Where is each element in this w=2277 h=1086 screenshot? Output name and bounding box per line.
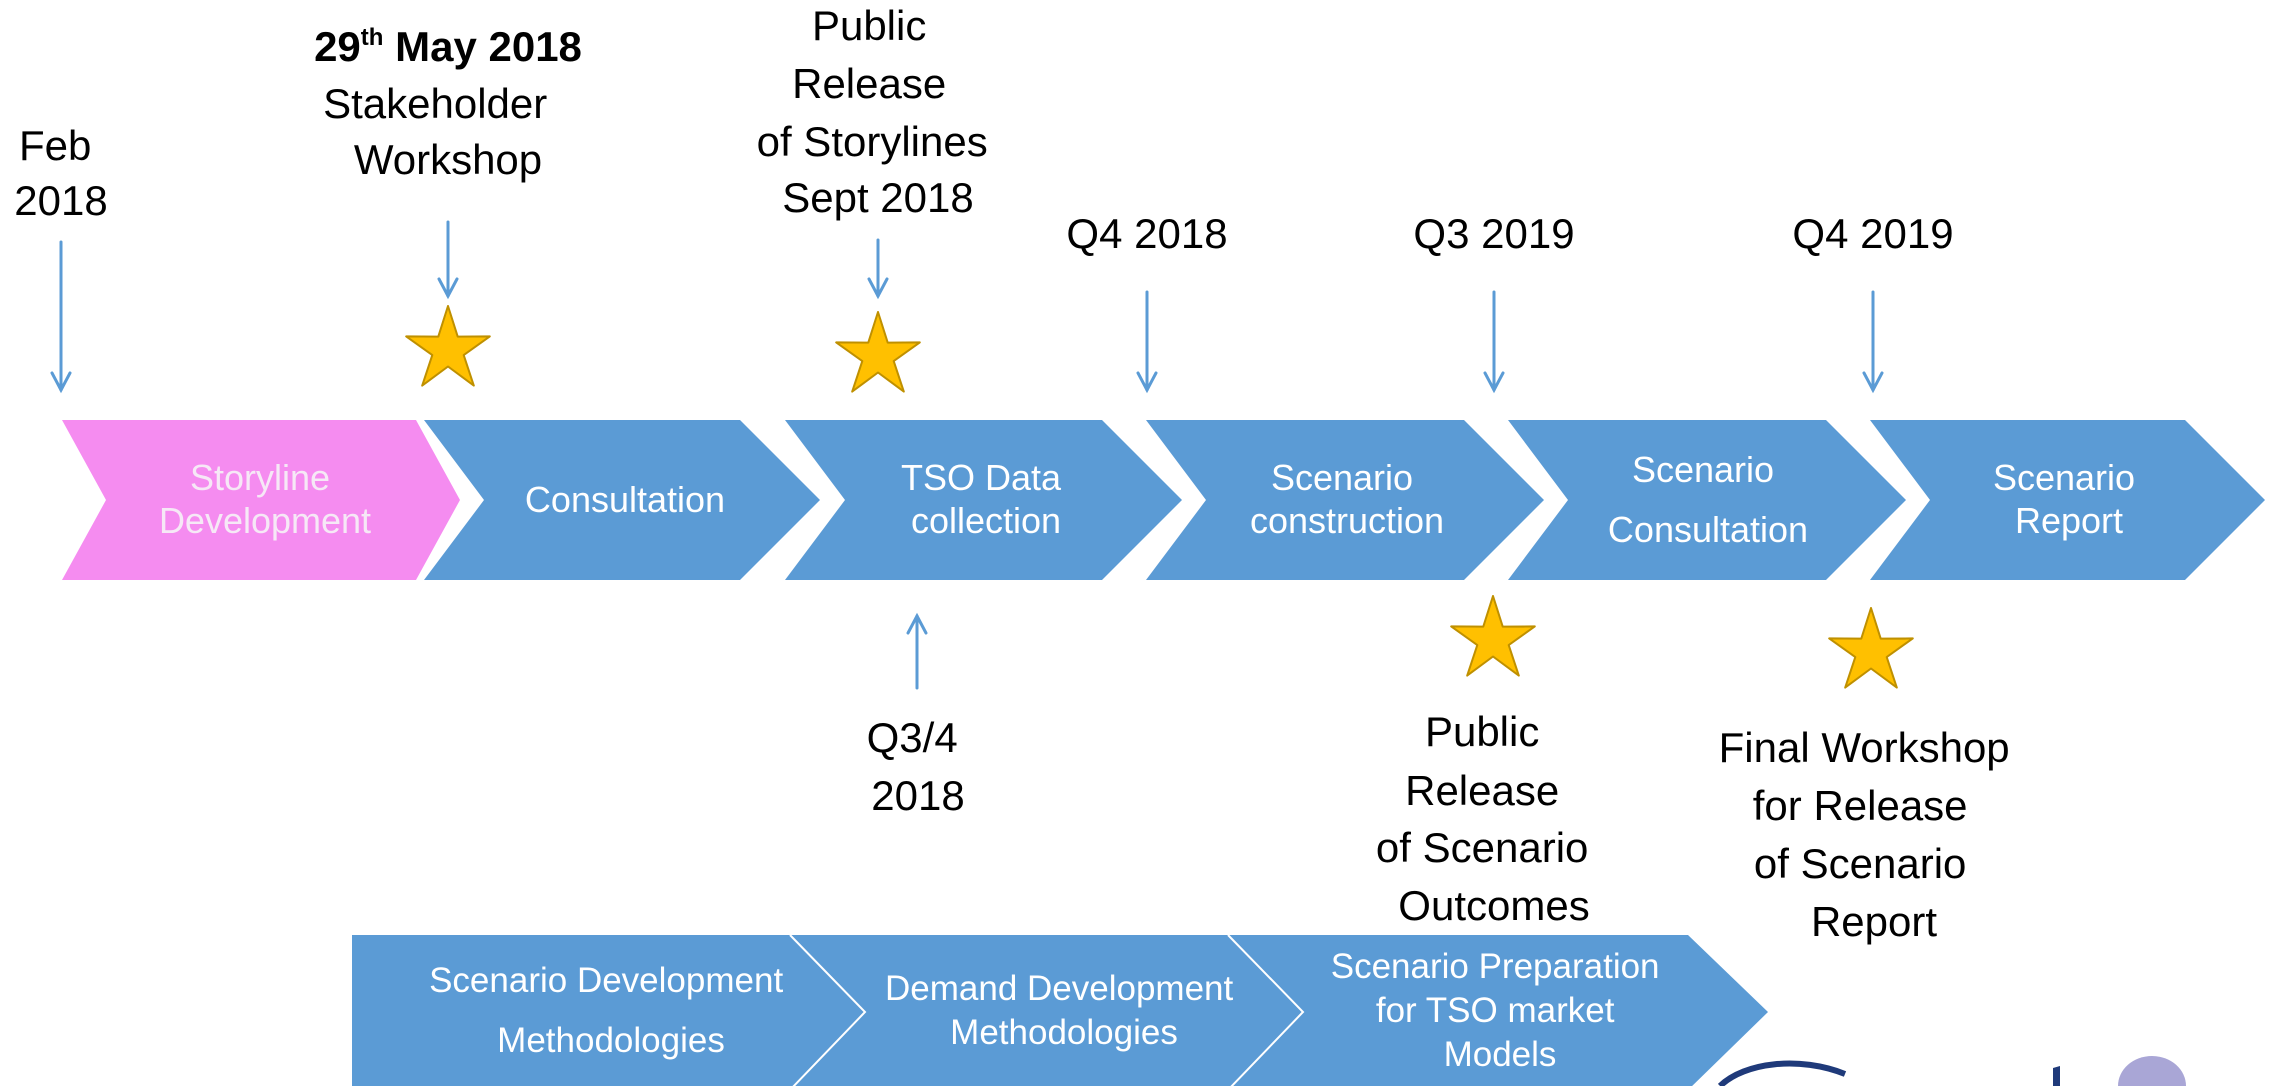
chevron-label-line: Consultation: [525, 479, 725, 520]
star-icon: [835, 311, 921, 393]
milestone-label-final-workshop: Final Workshop for Release of Scenario R…: [1719, 724, 2022, 945]
milestone-label-feb-2018: Feb 2018: [14, 122, 107, 224]
chevron-label-line: Scenario: [1993, 457, 2135, 498]
methodology-divider: [1227, 934, 1305, 1086]
milestone-label-line: Final Workshop: [1719, 724, 2010, 771]
chevron-label-line: Scenario: [1271, 457, 1413, 498]
arrow-down-icon: [50, 240, 72, 394]
methodology-label-line: for TSO market: [1376, 991, 1615, 1030]
chevron-label: Consultation: [525, 479, 725, 520]
milestone-label-line: of Scenario: [1376, 824, 1588, 871]
chevron-label-line: collection: [911, 500, 1061, 541]
partial-logo: [1717, 1056, 2186, 1086]
date-day: 29: [314, 23, 361, 70]
milestone-label-q4-2018: Q4 2018: [1066, 210, 1227, 257]
arrow-down-icon: [1483, 290, 1505, 394]
methodology-label: Demand Development Methodologies: [885, 969, 1243, 1052]
milestone-label-storylines-release: Public Release of Storylines Sept 2018: [757, 2, 1000, 221]
milestone-label-line: Q3/4: [867, 714, 958, 761]
methodology-label-line: Scenario Preparation: [1331, 947, 1660, 986]
milestone-label-line: Public: [812, 2, 926, 49]
milestone-label-line: Workshop: [354, 136, 542, 183]
methodology-label-line: Methodologies: [497, 1021, 725, 1060]
chevron-label: Scenario construction: [1250, 457, 1444, 541]
milestone-label-line: 2018: [14, 177, 107, 224]
milestone-label-line: Public: [1425, 708, 1539, 755]
milestone-label-line: for Release: [1753, 782, 1968, 829]
methodology-divider: [789, 934, 867, 1086]
chevron-scenario-consultation: [1508, 420, 1906, 580]
chevron-label-line: Report: [2015, 500, 2123, 541]
chevron-label-line: construction: [1250, 500, 1444, 541]
arrow-down-icon: [1862, 290, 1884, 394]
chevron-consultation: [424, 420, 820, 580]
milestone-label-scenario-outcomes-release: Public Release of Scenario Outcomes: [1376, 708, 1600, 929]
milestone-label-line: Release: [1405, 767, 1559, 814]
milestone-label-line: Report: [1811, 898, 1937, 945]
milestone-label-line: Outcomes: [1398, 882, 1589, 929]
star-icon: [1450, 595, 1536, 677]
methodology-chevron-row: Scenario Development Methodologies Deman…: [352, 934, 1768, 1086]
bottom-milestone-labels: Q3/4 2018 Public Release of Scenario Out…: [867, 708, 2022, 945]
milestone-label-line: Stakeholder: [323, 80, 547, 127]
milestone-label-line: Sept 2018: [782, 174, 974, 221]
logo-fragment-icon: [2053, 1066, 2060, 1086]
chevron-labels: Storyline Development Consultation TSO D…: [159, 449, 2145, 550]
chevron-label: TSO Data collection: [901, 457, 1071, 541]
chevron-scenario-construction: [1146, 420, 1544, 580]
logo-arc-icon: [1717, 1060, 1847, 1086]
arrow-down-icon: [1136, 290, 1158, 394]
chevron-label-line: Development: [159, 500, 371, 541]
arrow-down-icon: [437, 220, 459, 300]
chevron-scenario-report: [1870, 420, 2265, 580]
milestone-label-q3-4-2018: Q3/4 2018: [867, 714, 970, 819]
milestone-label-q4-2019: Q4 2019: [1792, 210, 1953, 257]
milestone-label-line: 2018: [871, 772, 964, 819]
chevron-label: Storyline Development: [159, 457, 371, 541]
chevron-storyline-development: [62, 420, 460, 580]
star-icon: [1828, 607, 1914, 689]
chevron-label-line: Consultation: [1608, 509, 1808, 550]
milestone-label-line: Feb: [19, 122, 91, 169]
top-milestone-labels: Feb 2018 29th May 2018 Stakeholder Works…: [14, 2, 1953, 257]
milestone-label-q3-2019: Q3 2019: [1413, 210, 1574, 257]
arrow-up-icon: [906, 612, 928, 690]
milestone-stars: [405, 305, 1914, 689]
milestone-label-line: Release: [792, 60, 946, 107]
chevron-tso-data-collection: [785, 420, 1182, 580]
star-icon: [405, 305, 491, 387]
methodology-label-line: Demand Development: [885, 969, 1234, 1008]
milestone-label-line: of Storylines: [757, 118, 988, 165]
milestone-label-stakeholder-workshop: Stakeholder Workshop: [323, 80, 559, 183]
methodology-label-line: Models: [1444, 1035, 1557, 1074]
chevron-label-line: TSO Data: [901, 457, 1062, 498]
date-ordinal-suffix: th: [361, 24, 384, 51]
chevron-label: Scenario Report: [1993, 457, 2145, 541]
chevron-label: Scenario Consultation: [1608, 449, 1808, 550]
milestone-date-may-2018: 29th May 2018: [314, 23, 582, 70]
methodology-label: Scenario Development Methodologies: [429, 961, 793, 1060]
methodology-label-line: Methodologies: [950, 1013, 1178, 1052]
arrow-down-icon: [867, 238, 889, 300]
methodology-chevron-background: [352, 935, 1768, 1086]
methodology-label-line: Scenario Development: [429, 961, 783, 1000]
chevron-label-line: Scenario: [1632, 449, 1774, 490]
methodology-label: Scenario Preparation for TSO market Mode…: [1331, 947, 1670, 1074]
date-month-year: May 2018: [383, 23, 581, 70]
logo-circle-icon: [2118, 1056, 2186, 1086]
timeline-chevron-row: [62, 420, 2265, 580]
milestone-arrows: [50, 220, 1884, 690]
milestone-label-line: of Scenario: [1754, 840, 1966, 887]
chevron-label-line: Storyline: [190, 457, 330, 498]
